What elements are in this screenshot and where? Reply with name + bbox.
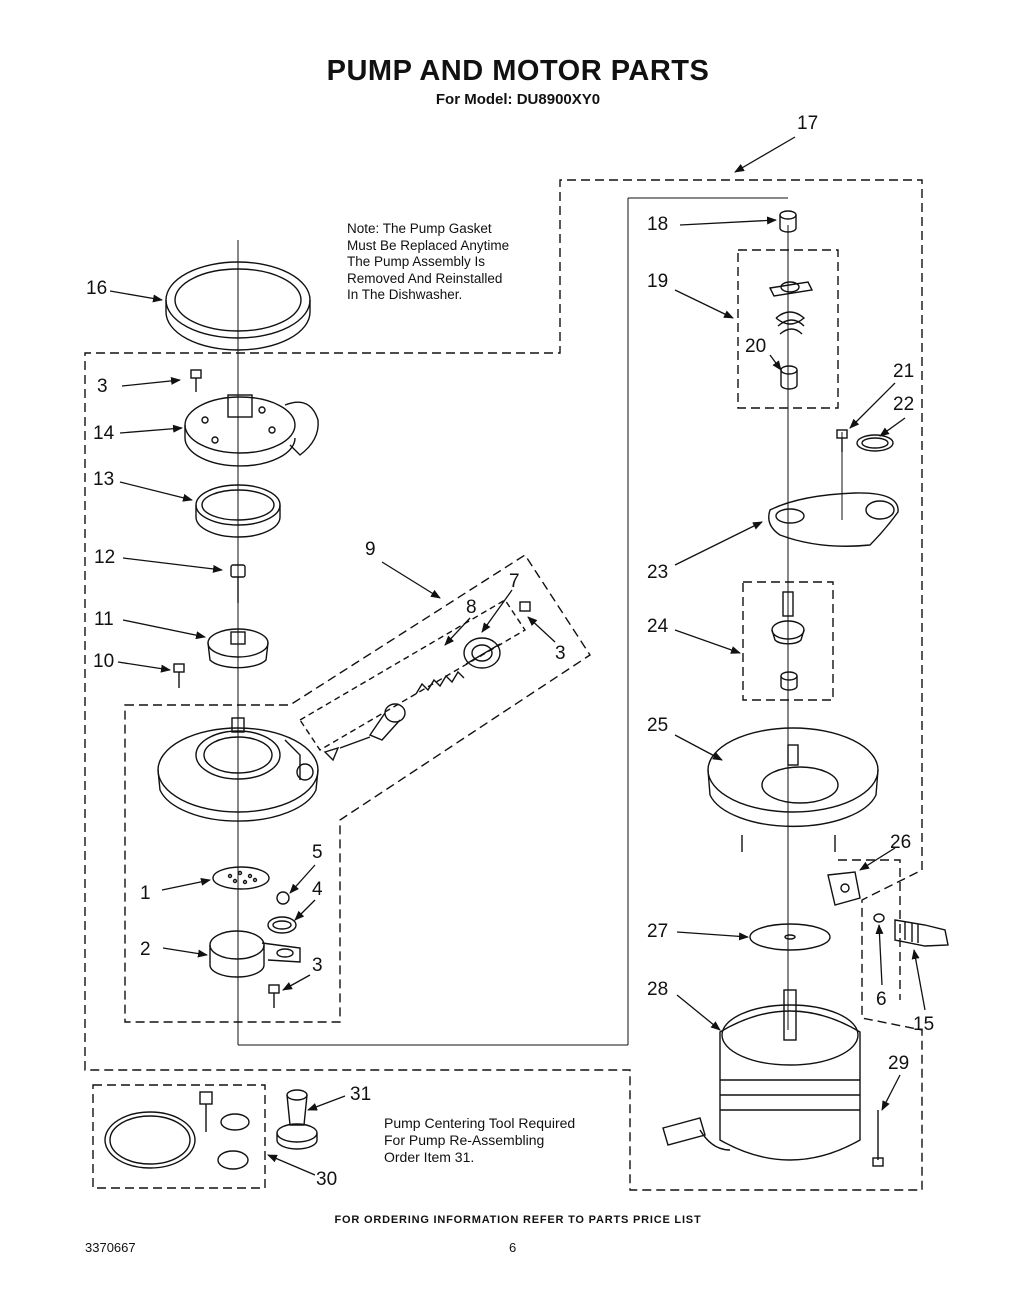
- callout-21: 21: [893, 361, 915, 382]
- assembly-axis-lines: [237, 197, 843, 1046]
- page-title: PUMP AND MOTOR PARTS: [326, 55, 710, 87]
- motor-part-28: [662, 989, 861, 1161]
- callout-17: 17: [797, 113, 819, 134]
- callout-30: 30: [316, 1169, 338, 1190]
- callout-10: 10: [93, 651, 115, 672]
- pump-cover-part-14: [184, 394, 319, 467]
- callout-27: 27: [647, 921, 669, 942]
- ball-part-5: [276, 891, 290, 905]
- callout-19: 19: [647, 271, 669, 292]
- switch-part-15: [894, 919, 949, 947]
- pump-gasket-part-16: [165, 261, 311, 351]
- screw-part-3-lower: [268, 984, 280, 1008]
- lower-housing-boundary: [124, 554, 591, 1023]
- seal-part-4: [267, 916, 297, 934]
- screw-part-29: [872, 1110, 884, 1167]
- callout-28: 28: [647, 979, 669, 1000]
- screw-part-21: [836, 429, 848, 452]
- callout-15: 15: [913, 1014, 935, 1035]
- screw-part-12: [230, 564, 246, 603]
- callout-5: 5: [312, 842, 323, 863]
- gasket-kit-part-30: [104, 1091, 250, 1170]
- filter-screen-part-1: [212, 866, 270, 890]
- callout-24: 24: [647, 616, 669, 637]
- page-number: 6: [509, 1240, 517, 1255]
- callout-6: 6: [876, 989, 887, 1010]
- callout-7: 7: [509, 571, 520, 592]
- valve-spring-part-8: [415, 670, 465, 695]
- bracket-part-26: [827, 871, 861, 906]
- leader-arrows: [109, 136, 926, 1176]
- washer-part-6: [873, 913, 885, 923]
- disc-part-27: [749, 923, 831, 951]
- model-subtitle: For Model: DU8900XY0: [435, 91, 601, 108]
- seal-part-22: [856, 434, 894, 452]
- callout-22: 22: [893, 394, 915, 415]
- item-15-boundary: [838, 859, 901, 1000]
- impeller-part-11: [207, 628, 269, 669]
- callout-18: 18: [647, 214, 669, 235]
- document-number: 3370667: [85, 1240, 136, 1255]
- callout-23: 23: [647, 562, 669, 583]
- callout-3: 3: [555, 643, 566, 664]
- screw-part-10: [173, 663, 185, 688]
- bearing-part-20: [780, 365, 798, 390]
- callout-12: 12: [94, 547, 116, 568]
- pump-assembly-boundary: [84, 179, 923, 1191]
- callout-16: 16: [86, 278, 108, 299]
- item-24-boundary: [742, 581, 834, 701]
- coupler-part-19: [768, 281, 814, 335]
- ordering-info: FOR ORDERING INFORMATION REFER TO PARTS …: [334, 1214, 702, 1226]
- inner-boundary-17: [628, 198, 905, 1170]
- mounting-plate-part-23: [768, 492, 899, 547]
- callout-31: 31: [350, 1084, 372, 1105]
- callout-8: 8: [466, 597, 477, 618]
- kit-30-boundary: [92, 1084, 266, 1189]
- callout-13: 13: [93, 469, 115, 490]
- callout-14: 14: [93, 423, 115, 444]
- callout-25: 25: [647, 715, 669, 736]
- tool-note: Pump Centering Tool Required For Pump Re…: [384, 1115, 576, 1165]
- pump-base-part-2: [209, 930, 301, 978]
- valve-assembly-9-boundary: [299, 599, 526, 751]
- assembly-boundaries: [84, 179, 923, 1191]
- gasket-note: Note: The Pump Gasket Must Be Replaced A…: [347, 221, 510, 302]
- callout-1: 1: [140, 883, 151, 904]
- callout-29: 29: [888, 1053, 910, 1074]
- seal-ring-part-13: [195, 484, 281, 538]
- valve-ball-assembly: [323, 703, 406, 762]
- check-valve-part-7: [463, 601, 531, 669]
- pump-housing: [157, 717, 319, 822]
- screw-part-3-top: [190, 369, 202, 392]
- centering-tool-part-31: [276, 1089, 318, 1150]
- callout-11: 11: [94, 609, 114, 630]
- callout-9: 9: [365, 539, 376, 560]
- shaft-seal-part-24: [771, 591, 805, 691]
- callout-26: 26: [890, 832, 912, 853]
- callout-2: 2: [140, 939, 151, 960]
- item-19-boundary: [737, 249, 839, 409]
- callout-4: 4: [312, 879, 323, 900]
- bushing-part-18: [779, 210, 797, 233]
- motor-mount-part-25: [707, 727, 879, 852]
- callout-20: 20: [745, 336, 767, 357]
- callout-3: 3: [312, 955, 323, 976]
- callout-3: 3: [97, 376, 108, 397]
